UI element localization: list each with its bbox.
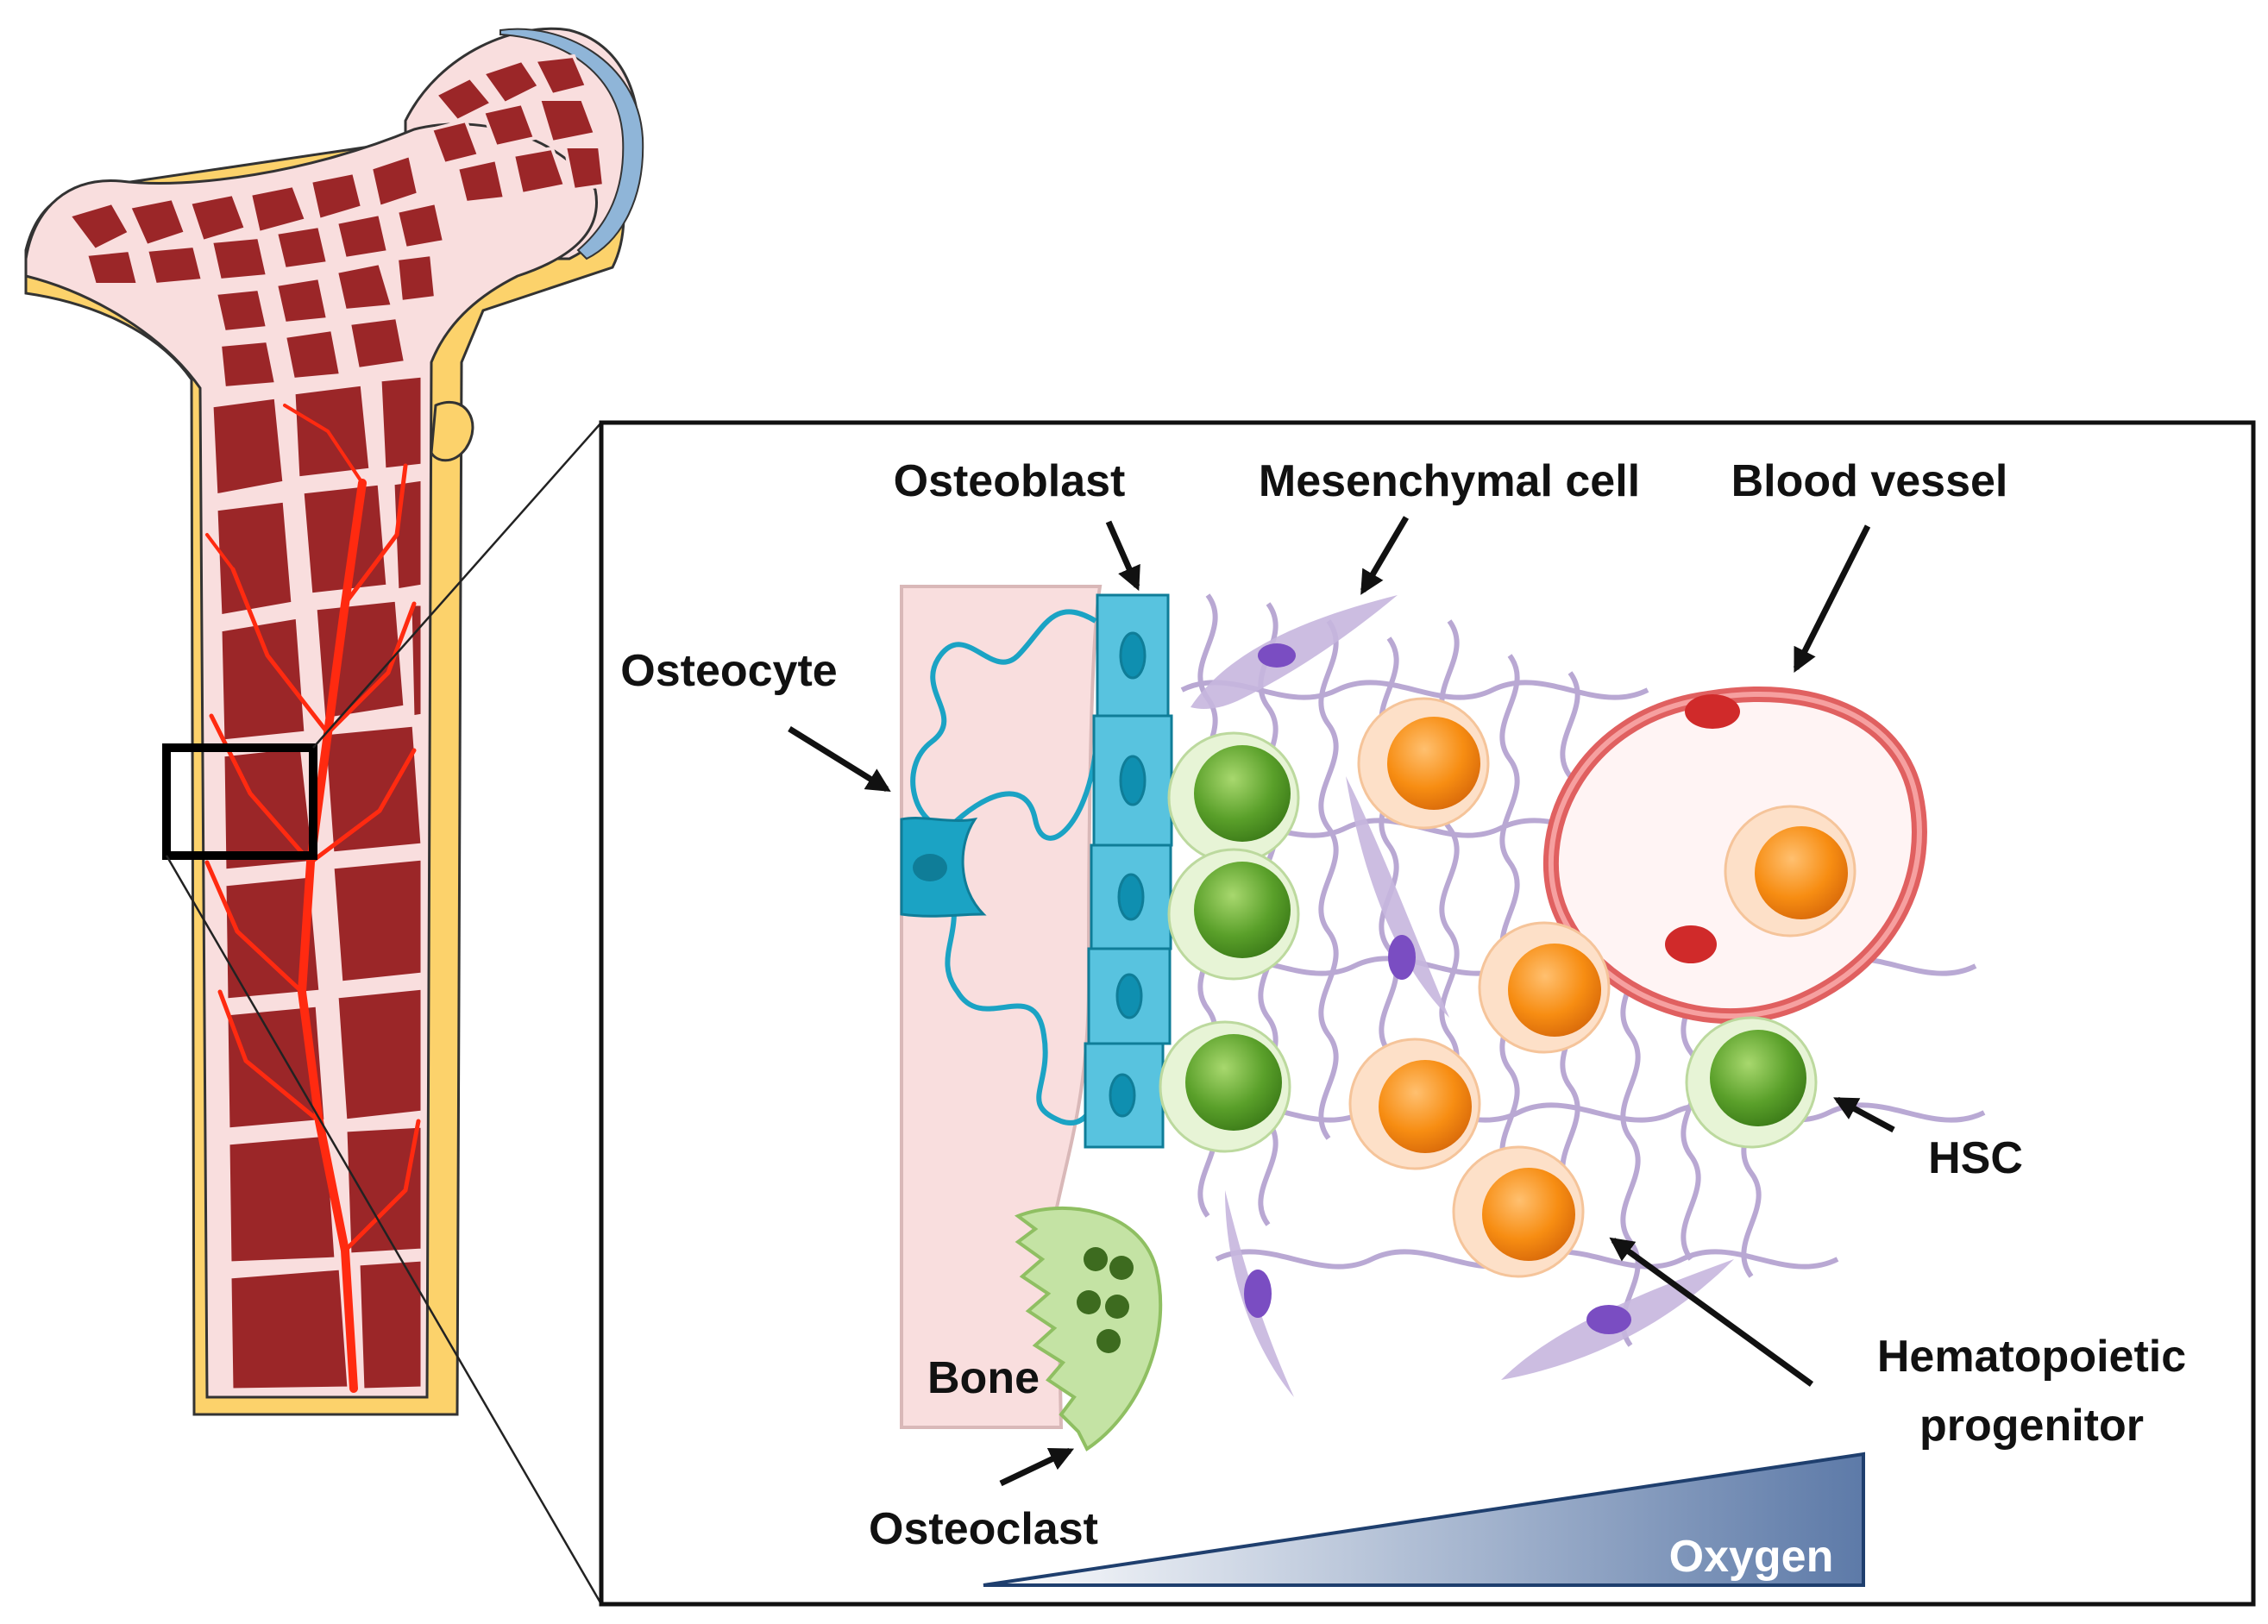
osteoblast-arrow (1105, 520, 1140, 592)
mesenchymal-label: Mesenchymal cell (1259, 456, 1640, 506)
progenitor-cell (1724, 805, 1856, 937)
labels: Osteoblast Mesenchymal cell Blood vessel… (620, 456, 2186, 1554)
oxygen-gradient: Oxygen (983, 1452, 1865, 1587)
hsc-cell (1159, 1020, 1291, 1153)
endothelial-nucleus (1685, 694, 1740, 729)
hsc-cell (1167, 848, 1300, 981)
blood-vessel-arrow (1793, 524, 1871, 674)
osteoclast (1014, 1206, 1163, 1452)
mesenchymal-cells (1191, 595, 1734, 1397)
mesenchymal-cell (1346, 776, 1449, 1018)
osteocyte-label: Osteocyte (620, 646, 837, 696)
lesser-trochanter (430, 400, 474, 462)
osteoblast-nucleus (1117, 873, 1145, 921)
hsc-cell (1685, 1016, 1818, 1149)
osteoclast-arrow (999, 1447, 1075, 1487)
hsc-label: HSC (1928, 1133, 2023, 1183)
mesenchymal-nucleus (1586, 1305, 1631, 1334)
mesenchymal-arrow (1360, 516, 1410, 595)
articular-cartilage (499, 28, 644, 260)
hematopoietic-label-line1: Hematopoietic (1877, 1332, 2186, 1382)
osteoblast-nucleus (1115, 973, 1143, 1019)
osteoblast-nucleus (1119, 755, 1147, 806)
osteoclast-nuclei (1077, 1247, 1134, 1353)
osteocyte-nucleus (913, 854, 947, 881)
osteoblast-label: Osteoblast (894, 456, 1126, 506)
progenitor-cell (1452, 1145, 1585, 1278)
hsc-cells (1159, 731, 1818, 1153)
osteocyte-arrow (788, 726, 891, 792)
spongy-bone (66, 53, 606, 391)
hematopoietic-label-line2: progenitor (1919, 1401, 2144, 1451)
progenitor-cell (1348, 1038, 1481, 1170)
osteocyte (900, 609, 1103, 1126)
osteoblast-nucleus (1119, 631, 1147, 680)
femur-illustration (24, 27, 644, 1416)
hematopoietic-arrow (1609, 1237, 1814, 1387)
blood-vessel-label: Blood vessel (1731, 456, 2008, 506)
osteoclast-label: Osteoclast (869, 1504, 1098, 1554)
osteoblast-column (1084, 593, 1173, 1149)
mesenchymal-nucleus (1244, 1270, 1272, 1318)
oxygen-label: Oxygen (1669, 1532, 1834, 1582)
osteocyte-processes (910, 609, 1103, 1126)
progenitor-cell (1357, 697, 1490, 830)
hsc-arrow (1833, 1096, 1895, 1133)
hsc-cell (1167, 731, 1300, 864)
zoom-connector-lines (165, 422, 603, 1605)
vessel-inner (1548, 691, 1922, 1019)
osteoblast-nucleus (1109, 1073, 1136, 1118)
oxygen-wedge (983, 1452, 1865, 1587)
inset-panel (599, 420, 2256, 1607)
mesenchymal-nucleus (1388, 935, 1416, 980)
progenitor-cells (1348, 697, 1856, 1278)
zoom-selection-box (162, 743, 317, 860)
blood-vessels (204, 404, 421, 1393)
bone-label: Bone (927, 1353, 1040, 1403)
progenitor-cell (1478, 921, 1611, 1054)
endothelial-nucleus (1665, 925, 1717, 963)
mesenchymal-nucleus (1258, 643, 1296, 668)
